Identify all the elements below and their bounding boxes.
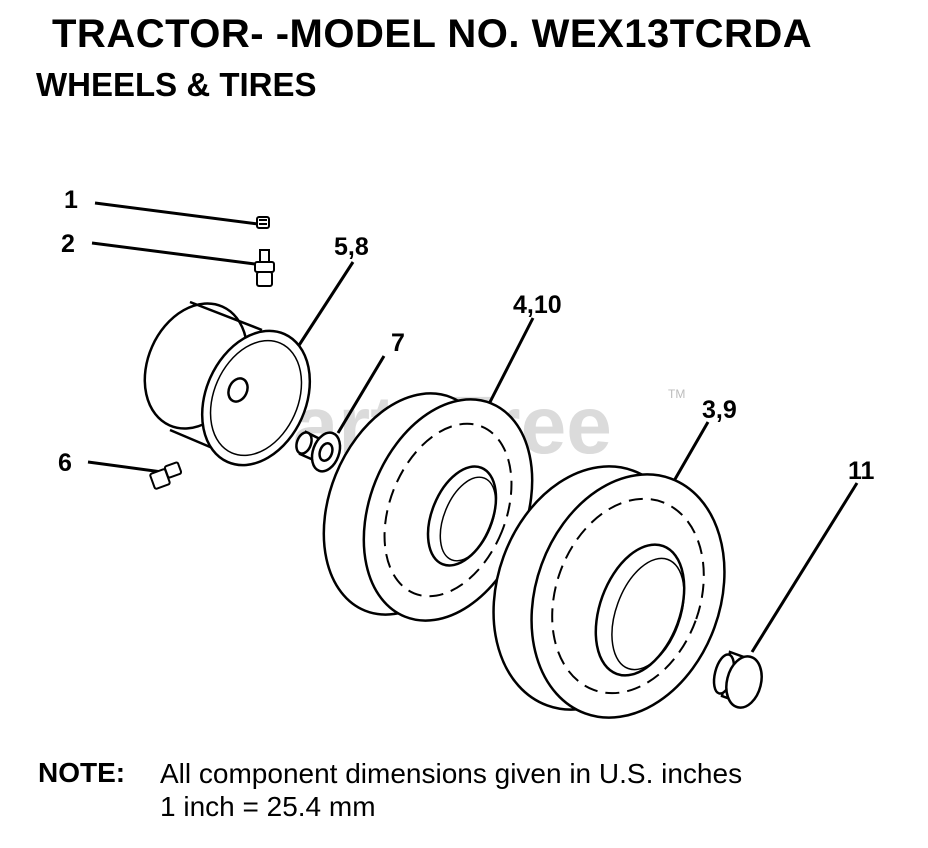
part-wheel-rim[interactable]	[126, 287, 330, 482]
note-lines: All component dimensions given in U.S. i…	[160, 757, 742, 823]
watermark-tm: TM	[668, 387, 685, 401]
note-block: NOTE: All component dimensions given in …	[38, 757, 742, 823]
callout-4-10[interactable]: 4,10	[513, 291, 562, 319]
part-hub-cap[interactable]	[710, 650, 766, 711]
note-line-1: All component dimensions given in U.S. i…	[160, 758, 743, 789]
callout-7[interactable]: 7	[391, 329, 405, 357]
callout-3-9[interactable]: 3,9	[702, 396, 737, 424]
callout-5-8[interactable]: 5,8	[334, 233, 369, 261]
callout-2[interactable]: 2	[61, 230, 75, 258]
part-bushing[interactable]	[294, 429, 345, 475]
part-valve-cap[interactable]	[256, 216, 270, 229]
note-label: NOTE:	[38, 757, 126, 788]
part-front-tire[interactable]	[293, 368, 564, 646]
callout-11[interactable]: 11	[848, 457, 875, 485]
diagram-title: TRACTOR- -MODEL NO. WEX13TCRDA	[52, 12, 813, 56]
part-rear-tire[interactable]	[461, 439, 757, 745]
callout-1[interactable]: 1	[64, 186, 78, 214]
note-line-2: 1 inch = 25.4 mm	[160, 791, 376, 822]
part-lug-bolt[interactable]	[149, 461, 183, 490]
part-valve-stem[interactable]	[254, 249, 275, 287]
callout-6[interactable]: 6	[58, 449, 72, 477]
diagram-subtitle: WHEELS & TIRES	[36, 66, 317, 103]
leader-lines	[87, 201, 859, 653]
